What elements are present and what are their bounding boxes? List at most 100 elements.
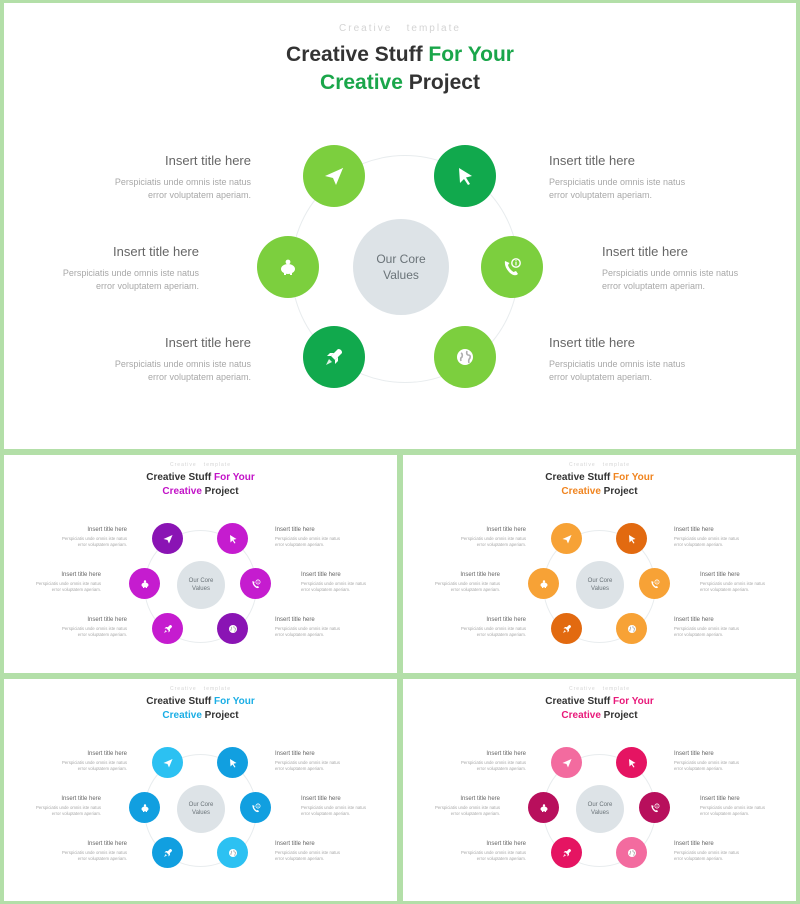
title-fragment: Project — [600, 486, 638, 497]
title-fragment: Creative Stuff — [545, 472, 614, 483]
node-top-left — [152, 523, 183, 554]
title-fragment: Creative Stuff — [545, 696, 614, 707]
title-fragment: Creative — [162, 486, 202, 497]
item-description: Perspiciatis unde omnis iste natus — [62, 268, 199, 278]
item-title: Insert title here — [165, 335, 251, 350]
item-description: Perspiciatis unde omnis iste natus — [674, 850, 739, 855]
node-middle-left — [129, 568, 160, 599]
node-bottom-left — [303, 326, 365, 388]
item-description: Perspiciatis unde omnis iste natus — [461, 536, 526, 541]
item-title: Insert title here — [674, 751, 714, 757]
paper-plane-icon — [162, 757, 174, 769]
globe-icon — [626, 847, 638, 859]
item-description: Perspiciatis unde omnis iste natus — [461, 626, 526, 631]
title-fragment: Creative — [561, 710, 601, 721]
item-description: error voluptatem aperiam. — [51, 587, 101, 592]
item-description: Perspiciatis unde omnis iste natus — [549, 359, 686, 369]
node-top-right — [217, 747, 248, 778]
cursor-pointer-icon — [626, 757, 638, 769]
item-description: Perspiciatis unde omnis iste natus — [461, 850, 526, 855]
node-top-right — [434, 145, 496, 207]
node-bottom-right — [217, 837, 248, 868]
paper-plane-icon — [162, 533, 174, 545]
rocket-icon — [162, 847, 174, 859]
node-top-left — [303, 145, 365, 207]
item-title: Insert title here — [486, 617, 526, 623]
node-bottom-right — [616, 613, 647, 644]
node-middle-right — [240, 792, 271, 823]
item-title: Insert title here — [700, 572, 740, 578]
item-description: Perspiciatis unde omnis iste natus — [114, 177, 251, 187]
globe-icon — [227, 847, 239, 859]
item-title: Insert title here — [113, 244, 199, 259]
rocket-icon — [561, 847, 573, 859]
node-middle-right — [240, 568, 271, 599]
item-title: Insert title here — [275, 527, 315, 533]
paper-plane-icon — [561, 533, 573, 545]
node-middle-right — [639, 568, 670, 599]
globe-icon — [227, 623, 239, 635]
item-description: error voluptatem aperiam. — [275, 542, 325, 547]
item-title: Insert title here — [486, 751, 526, 757]
core-label: Values — [383, 268, 419, 282]
item-title: Insert title here — [674, 841, 714, 847]
title-fragment: Project — [201, 486, 239, 497]
node-bottom-right — [217, 613, 248, 644]
item-title: Insert title here — [549, 153, 635, 168]
phone-info-icon — [649, 802, 661, 814]
paper-plane-icon — [322, 164, 346, 188]
globe-icon — [626, 623, 638, 635]
core-label: Values — [591, 810, 609, 816]
title-fragment: Project — [600, 710, 638, 721]
core-label: Values — [192, 586, 210, 592]
item-title: Insert title here — [61, 796, 101, 802]
item-title: Insert title here — [674, 617, 714, 623]
tagline: Creative template — [170, 686, 231, 692]
item-description: error voluptatem aperiam. — [275, 632, 325, 637]
item-description: error voluptatem aperiam. — [450, 587, 500, 592]
item-description: error voluptatem aperiam. — [674, 542, 724, 547]
globe-icon — [453, 345, 477, 369]
item-description: error voluptatem aperiam. — [476, 632, 526, 637]
node-middle-left — [528, 568, 559, 599]
item-title: Insert title here — [87, 751, 127, 757]
rocket-icon — [322, 345, 346, 369]
cursor-pointer-icon — [227, 757, 239, 769]
item-title: Insert title here — [460, 572, 500, 578]
item-description: error voluptatem aperiam. — [674, 766, 724, 771]
title-fragment: Creative Stuff — [146, 696, 215, 707]
node-top-right — [217, 523, 248, 554]
title-fragment: For Your — [613, 472, 654, 483]
item-description: error voluptatem aperiam. — [147, 372, 251, 382]
item-title: Insert title here — [301, 796, 341, 802]
item-description: error voluptatem aperiam. — [77, 856, 127, 861]
item-description: error voluptatem aperiam. — [549, 372, 653, 382]
item-description: error voluptatem aperiam. — [674, 632, 724, 637]
item-title: Insert title here — [87, 841, 127, 847]
item-description: error voluptatem aperiam. — [275, 766, 325, 771]
core-label: Our Core — [376, 252, 426, 266]
item-title: Insert title here — [275, 841, 315, 847]
item-description: Perspiciatis unde omnis iste natus — [275, 536, 340, 541]
item-description: error voluptatem aperiam. — [476, 542, 526, 547]
phone-info-icon — [500, 255, 524, 279]
item-title: Insert title here — [460, 796, 500, 802]
item-description: error voluptatem aperiam. — [95, 281, 199, 291]
item-description: error voluptatem aperiam. — [77, 632, 127, 637]
node-middle-left — [257, 236, 319, 298]
item-title: Insert title here — [301, 572, 341, 578]
